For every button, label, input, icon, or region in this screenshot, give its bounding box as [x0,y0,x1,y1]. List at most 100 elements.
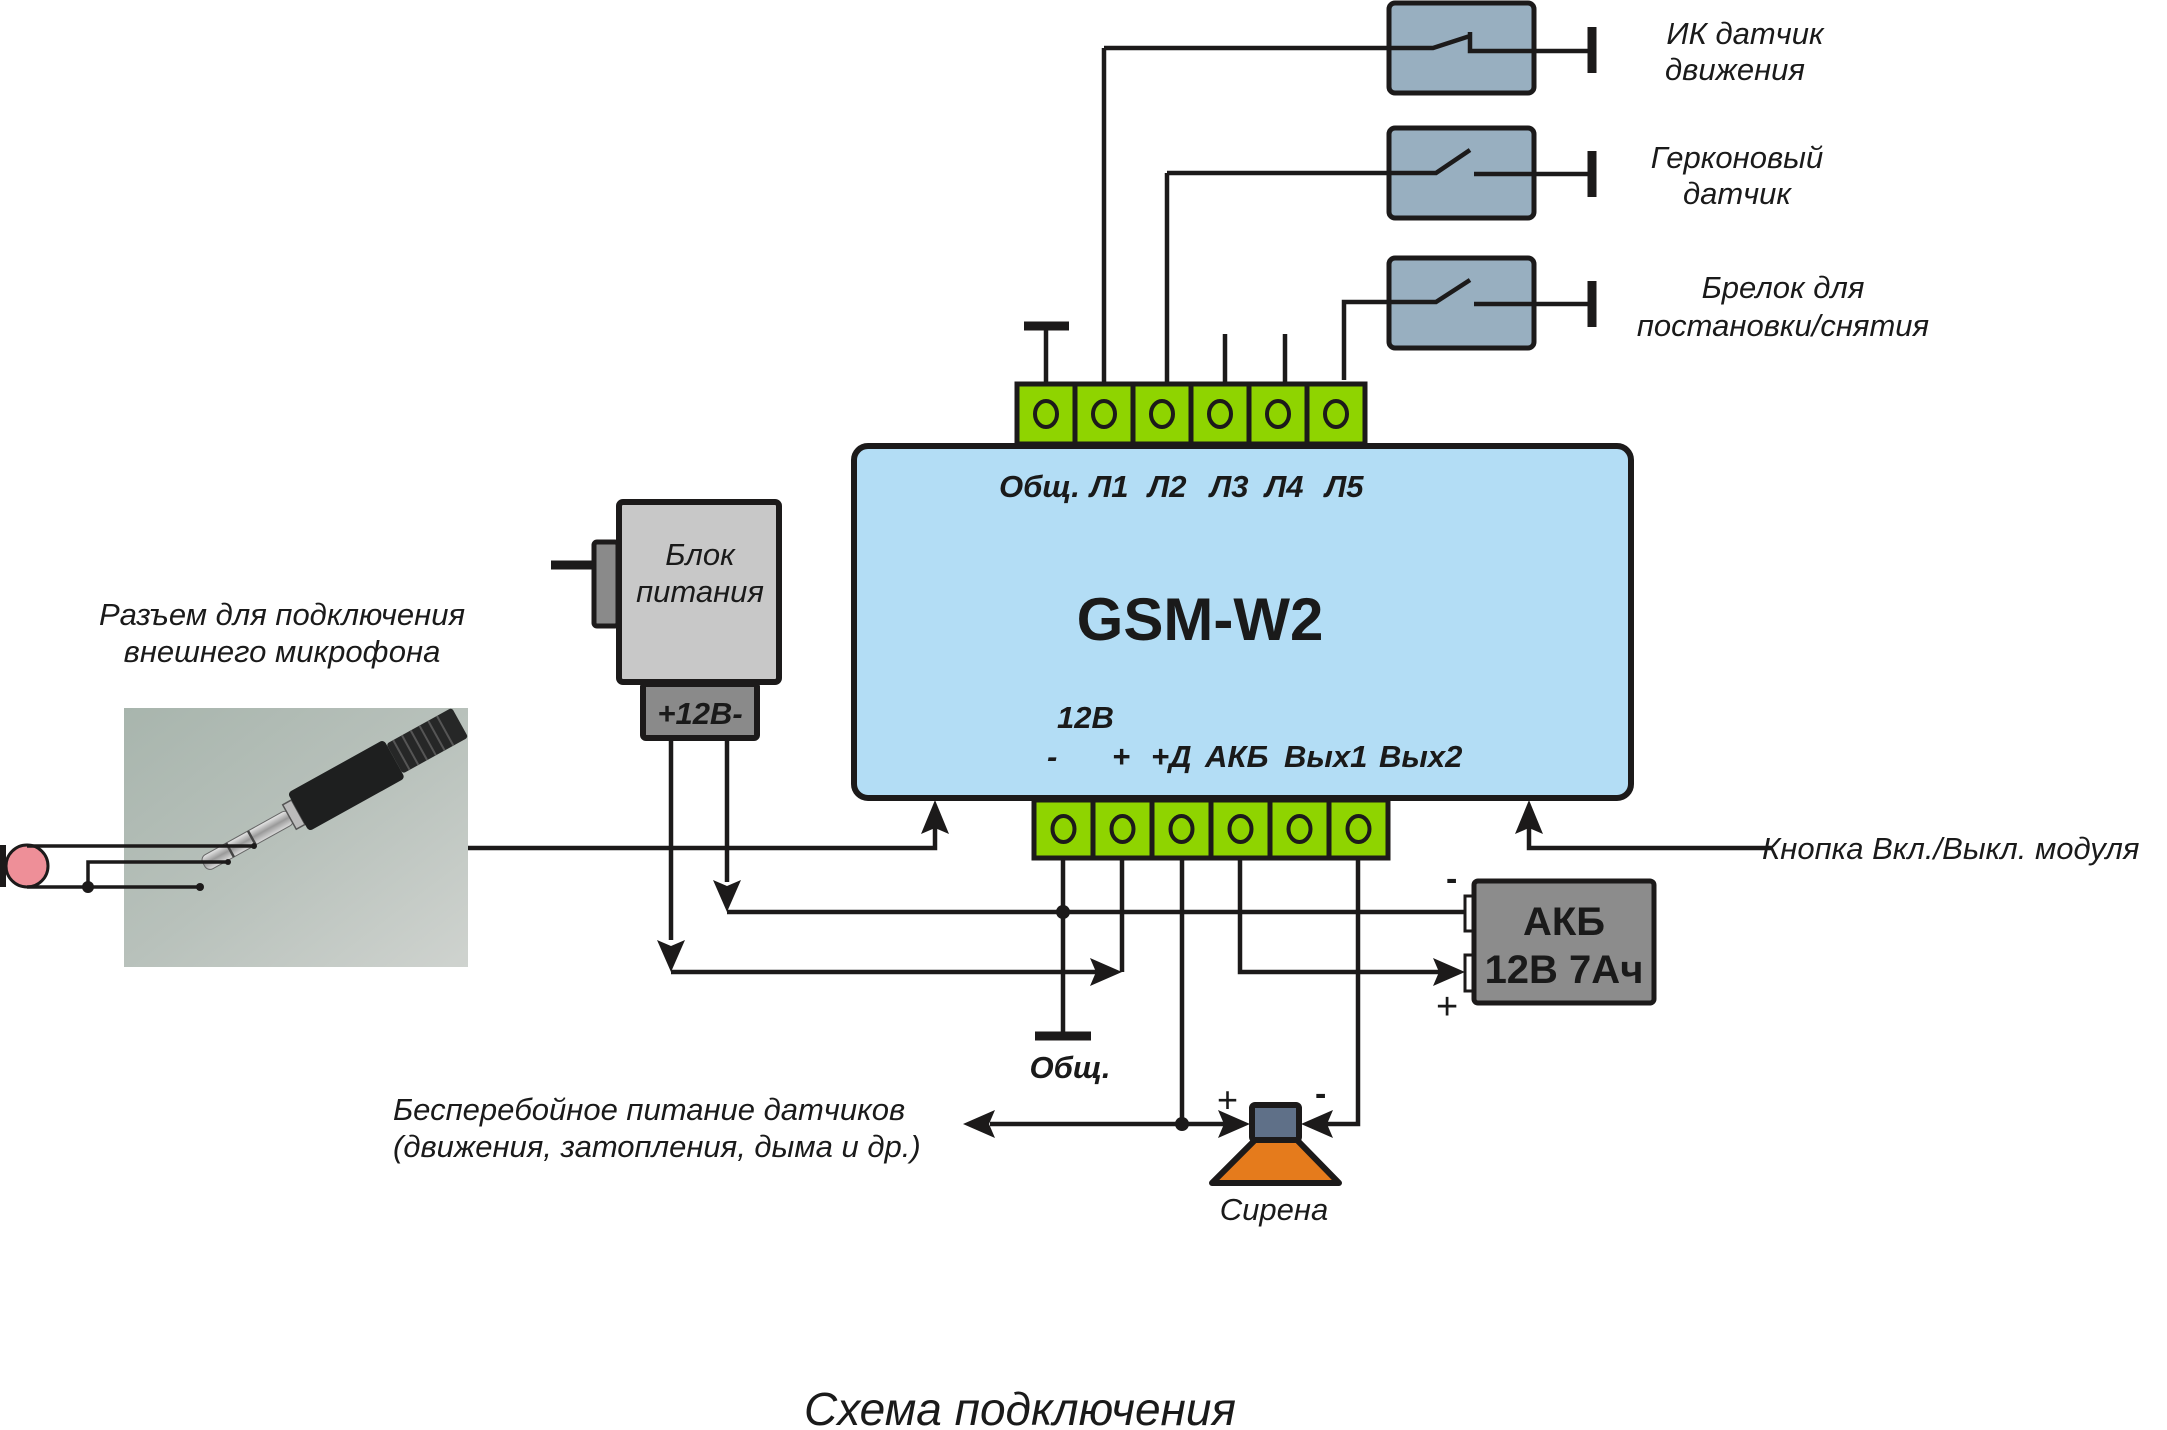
terminal-label-12v: 12В [1057,700,1114,735]
switch-contact-icon [1104,32,1592,54]
screw-icon [1050,814,1077,844]
arrow-right-icon [1218,1110,1250,1138]
bottom-terminal-0 [1031,797,1096,861]
siren-plus-sign: + [1217,1079,1238,1120]
top-terminal-3 [1188,381,1252,447]
psu-output-label: +12В- [657,696,742,731]
sensor-keyfob [1341,255,1597,380]
sensor-reed-label-1: Герконовый [1651,140,1823,175]
sensor-reed [1167,125,1597,221]
siren-horn [1209,1137,1342,1186]
screw-icon [1345,814,1372,844]
top-terminal-1 [1072,381,1136,447]
screw-icon [1033,399,1059,429]
switch-contact-icon [1341,278,1592,380]
junction-dot [1056,905,1070,919]
top-terminal-block [1014,381,1368,447]
battery [1463,878,1657,1006]
ground-label: Общ. [1030,1050,1111,1085]
terminal-label-out2: Вых2 [1379,739,1462,774]
power-supply [551,499,782,741]
terminal-label-plus: + [1112,739,1130,774]
terminal-label-l3: Л3 [1208,469,1249,504]
arrow-down-icon [657,940,685,972]
mic-wire-ring [86,860,228,887]
terminal-label-out1: Вых1 [1284,739,1367,774]
battery-minus-sign: - [1446,860,1457,898]
battery-label-2: 12В 7Ач [1485,948,1644,992]
screw-icon [1149,399,1175,429]
top-terminal-2 [1130,381,1194,447]
top-terminal-5 [1304,381,1368,447]
mic-jack-photo [124,708,468,967]
jack-housing [288,741,404,830]
sensor-pir-label-1: ИК датчик [1666,16,1825,51]
wire-out2 [1326,858,1361,1127]
arrow-up-icon [921,800,949,834]
screw-icon [1265,399,1291,429]
screw-icon [1323,399,1349,429]
top-terminal-0 [1014,381,1078,447]
terminal-label-minus: - [1047,739,1057,774]
siren-head [1249,1102,1302,1143]
junction-dot [1175,1117,1189,1131]
screw-icon [1109,814,1136,844]
sensor-pir-label-2: движения [1665,52,1805,87]
microphone-icon [0,843,50,889]
siren-icon [1209,1102,1342,1186]
jack-collar [281,798,307,831]
battery-plus-sign: + [1436,986,1458,1028]
terminal-label-l1: Л1 [1088,469,1129,504]
terminal-label-l4: Л4 [1263,469,1304,504]
bottom-terminal-2 [1149,797,1214,861]
terminal-label-akb: АКБ [1204,739,1268,774]
siren-minus-sign: - [1315,1075,1326,1113]
sensor-keyfob-label-2: постановки/снятия [1637,308,1929,343]
bottom-terminal-1 [1090,797,1155,861]
mic-label-1: Разъем для подключения [99,597,465,632]
top-terminal-4 [1246,381,1310,447]
diagram-caption: Схема подключения [804,1383,1236,1430]
ups-label-1: Бесперебойное питание датчиков [393,1092,905,1127]
psu-label-2: питания [636,574,764,609]
button-label: Кнопка Вкл./Выкл. модуля [1762,831,2139,866]
switch-contact-icon [1167,148,1592,177]
screw-icon [1168,814,1195,844]
ups-label-2: (движения, затопления, дыма и др.) [393,1129,921,1164]
module-title: GSM-W2 [1077,586,1324,653]
wire-akb [1237,858,1440,975]
wire-button [1526,822,1772,851]
arrow-left-icon [963,1110,995,1138]
screw-icon [1091,399,1117,429]
jack-strain-relief [387,708,468,773]
psu-label-1: Блок [665,537,736,572]
screw-icon [1286,814,1313,844]
sensor-pir [1104,0,1597,96]
plug [591,539,621,629]
psu-output-box [640,681,760,741]
bottom-terminal-4 [1267,797,1332,861]
arrow-right-icon [1090,958,1122,986]
junction-dot [196,883,204,891]
bottom-terminal-3 [1208,797,1273,861]
mic-label-2: внешнего микрофона [124,634,441,669]
battery-label-1: АКБ [1523,900,1605,944]
bottom-terminal-5 [1326,797,1391,861]
battery-body [1471,878,1657,1006]
bottom-terminal-block [1031,797,1391,861]
sensor-keyfob-label-1: Брелок для [1702,270,1865,305]
arrow-left-icon [1301,1110,1333,1138]
terminal-label-common: Общ. [999,469,1080,504]
siren-label: Сирена [1220,1192,1328,1227]
junction-dot [82,881,94,893]
screw-icon [1207,399,1233,429]
sensor-reed-label-2: датчик [1683,176,1792,211]
wire-mic-to-module [468,822,938,851]
terminal-label-plus-d: +Д [1151,739,1192,774]
terminal-label-l2: Л2 [1146,469,1187,504]
screw-icon [1227,814,1254,844]
junction-dot [251,843,257,849]
junction-dot [225,859,231,865]
arrow-down-icon [713,880,741,912]
